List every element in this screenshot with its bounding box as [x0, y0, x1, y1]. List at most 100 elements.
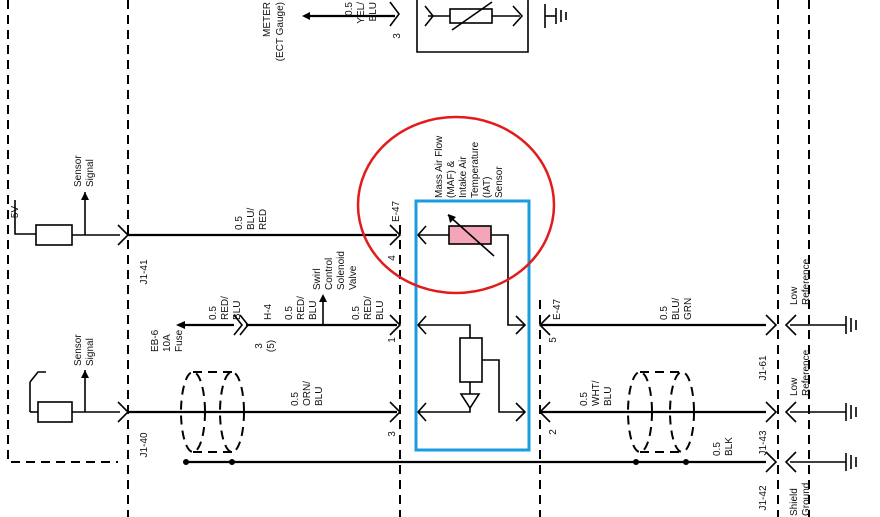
maf-label-2: (MAF) & [446, 160, 457, 198]
swirl-arrow [319, 294, 327, 302]
wire-sw-color-2: BLU [375, 301, 386, 320]
wire-sw-color-1: RED/ [363, 296, 374, 320]
shield-ground-line2: Ground [801, 483, 812, 516]
low-ref-1-line1: Low [789, 286, 800, 305]
shield-right-1 [627, 371, 653, 453]
maf-heater-element [459, 337, 483, 383]
top-wire-color-2: BLU [368, 2, 379, 21]
e47-left-label: E-47 [391, 200, 402, 222]
maf-sensor-label: Mass Air Flow (MAF) & Intake Air Tempera… [434, 135, 505, 198]
h4-chevron-2 [239, 314, 250, 336]
pin-2-label: 2 [548, 429, 559, 435]
wire-wht-gauge: 0.5 [579, 392, 590, 406]
j1-61-label: J1-61 [758, 355, 769, 380]
j1-43-connector-out [784, 401, 797, 423]
h4-connector-group: H-4 3 (5) [233, 303, 277, 352]
j1-40-label: J1-40 [139, 432, 150, 457]
h4-pin-2: (5) [266, 340, 277, 352]
fuse-label-1: EB-6 [150, 329, 161, 352]
wire-h4-gauge: 0.5 [284, 306, 295, 320]
pullup-resistor-2 [37, 401, 73, 423]
maf-return-arrow [515, 402, 527, 422]
j1-42-connector-out [784, 451, 797, 473]
sensor-highlight-box [414, 199, 531, 452]
j1-43-connector-in [765, 401, 778, 423]
maf-label-5: (IAT) [482, 177, 493, 198]
j1-43-label: J1-43 [758, 430, 769, 455]
maf-return-line [482, 359, 524, 413]
e47-pin-4-connector [389, 224, 402, 246]
h4-label: H-4 [263, 303, 274, 320]
v5-supply-line [14, 200, 36, 235]
top-pin: 3 [392, 33, 403, 39]
ecm-internal: 5V Sensor Signal Sensor Signal [10, 155, 120, 423]
ground-right-3 [790, 453, 857, 471]
wire-blk-gauge: 0.5 [712, 442, 723, 456]
shield-right-2 [669, 371, 695, 453]
pin-4-label: 4 [387, 255, 398, 261]
meter-group: METER (ECT Gauge) 0.5 YEL/ BLU 3 [262, 0, 567, 61]
maf-iat-sensor [416, 214, 527, 422]
sensor-signal-1-line2: Signal [85, 159, 96, 187]
fuse-label-2: 10A [162, 334, 173, 352]
wire-blk-color: BLK [724, 437, 735, 456]
shield-left-1 [180, 371, 206, 453]
maf-signal-line [418, 408, 471, 413]
maf-label-3: Intake Air [458, 156, 469, 198]
sensor-signal-2-line2: Signal [85, 338, 96, 366]
iat-variable-arrowhead [448, 214, 456, 223]
wire-h4-color-2: BLU [308, 301, 319, 320]
shield-right-node-1 [633, 459, 639, 465]
top-wire-color-1: YEL/ [356, 2, 367, 24]
wire-maf-color-2: BLU [314, 387, 325, 406]
j1-42-connector-in [765, 451, 778, 473]
h4-chevron-1 [233, 314, 244, 336]
j1-61-connector-out [784, 314, 797, 336]
iat-return-arrow [515, 315, 527, 335]
e47-pin-1-connector [389, 314, 402, 336]
ecm-boundary [7, 0, 118, 463]
shield-right [627, 371, 695, 465]
highlight-circle [356, 115, 556, 295]
pin-3-label: 3 [387, 431, 398, 437]
e47-pin-5-connector [538, 314, 551, 336]
sensor-signal-2-line1: Sensor [73, 334, 84, 366]
e47-right-label: E-47 [552, 298, 563, 320]
wire-grn-color-2: GRN [683, 298, 694, 320]
shield-right-node-2 [683, 459, 689, 465]
top-wire-gauge: 0.5 [344, 2, 355, 16]
meter-sub-label: (ECT Gauge) [275, 2, 286, 61]
wire-grn-gauge: 0.5 [659, 306, 670, 320]
low-ref-2-line2: Reference [801, 349, 812, 396]
meter-arrow [302, 12, 310, 20]
ect-pin-arrow-right [512, 5, 524, 27]
j1-61-connector-in [765, 314, 778, 336]
ground-right-1 [790, 316, 857, 334]
wire-maf-color-1: ORN/ [302, 381, 313, 406]
wire-fuse-gauge: 0.5 [208, 306, 219, 320]
wire-iat-color-2: RED [258, 209, 269, 230]
wire-fuse-color-2: BLU [232, 301, 243, 320]
swirl-label-2: Control [324, 258, 335, 290]
wire-maf-gauge: 0.5 [290, 392, 301, 406]
j1-41-label: J1-41 [139, 259, 150, 284]
meter-label: METER [262, 2, 273, 37]
maf-label-4: Temperature [470, 141, 481, 198]
swirl-valve-group: Swirl Control Solenoid Valve [312, 251, 359, 325]
wire-fuse-color-1: RED/ [220, 296, 231, 320]
wire-iat-gauge: 0.5 [234, 216, 245, 230]
wire-iat-color-1: BLU/ [246, 208, 257, 230]
maf-label-1: Mass Air Flow [434, 135, 445, 198]
ground-symbol-1 [29, 371, 46, 383]
swirl-label-4: Valve [348, 265, 359, 290]
shield-left [180, 371, 245, 465]
wire-wht-color-1: WHT/ [591, 380, 602, 406]
wire-sw-gauge: 0.5 [351, 306, 362, 320]
fuse-label-3: Fuse [174, 329, 185, 352]
low-ref-2-line1: Low [789, 377, 800, 396]
wire-grn-color-1: BLU/ [671, 298, 682, 320]
maf-power-line [418, 324, 471, 338]
sensor-signal-arrow-1 [81, 192, 89, 200]
pullup-resistor-1 [35, 224, 73, 246]
